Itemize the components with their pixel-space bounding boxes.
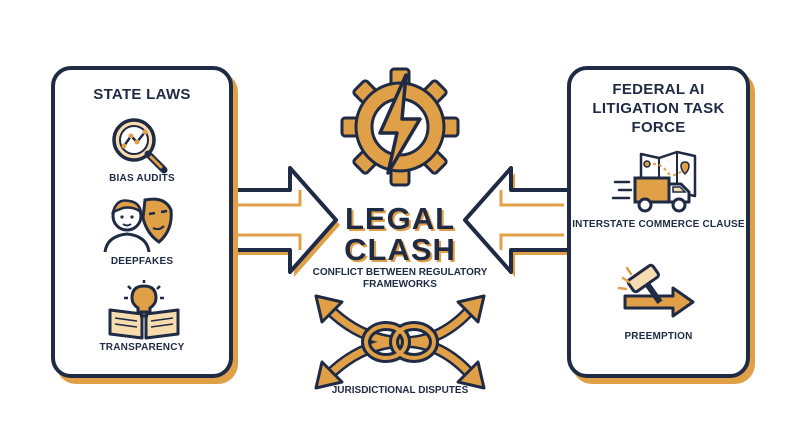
right-arrow — [463, 166, 574, 277]
conflict-subtitle: CONFLICT BETWEEN REGULATORY FRAMEWORKS — [312, 267, 488, 290]
magnifier-chart-icon — [112, 118, 168, 174]
bias-audits-label: BIAS AUDITS — [109, 173, 175, 184]
state-laws-title: STATE LAWS — [93, 86, 191, 103]
federal-task-force-panel: FEDERAL AI LITIGATION TASK FORCE INTERST… — [567, 66, 750, 378]
preemption-label: PREEMPTION — [624, 331, 693, 342]
jurisdictional-disputes-label: JURISDICTIONAL DISPUTES — [331, 385, 469, 396]
deepfakes-label: DEEPFAKES — [110, 256, 174, 267]
tangled-arrows-icon — [314, 294, 486, 390]
truck-map-icon — [611, 150, 697, 213]
gavel-arrow-icon — [617, 263, 695, 318]
gear-lightning-icon — [340, 67, 460, 187]
book-lightbulb-icon — [108, 280, 180, 340]
legal-clash-title: LEGAL CLASH — [344, 201, 456, 267]
face-mask-icon — [103, 197, 173, 253]
transparency-label: TRANSPARENCY — [99, 342, 185, 353]
state-laws-panel: STATE LAWS BIAS AUDITS DEEPFAKES — [51, 66, 233, 378]
federal-task-force-title: FEDERAL AI LITIGATION TASK FORCE — [592, 81, 725, 136]
interstate-commerce-label: INTERSTATE COMMERCE CLAUSE — [572, 219, 745, 230]
left-arrow — [229, 166, 340, 277]
